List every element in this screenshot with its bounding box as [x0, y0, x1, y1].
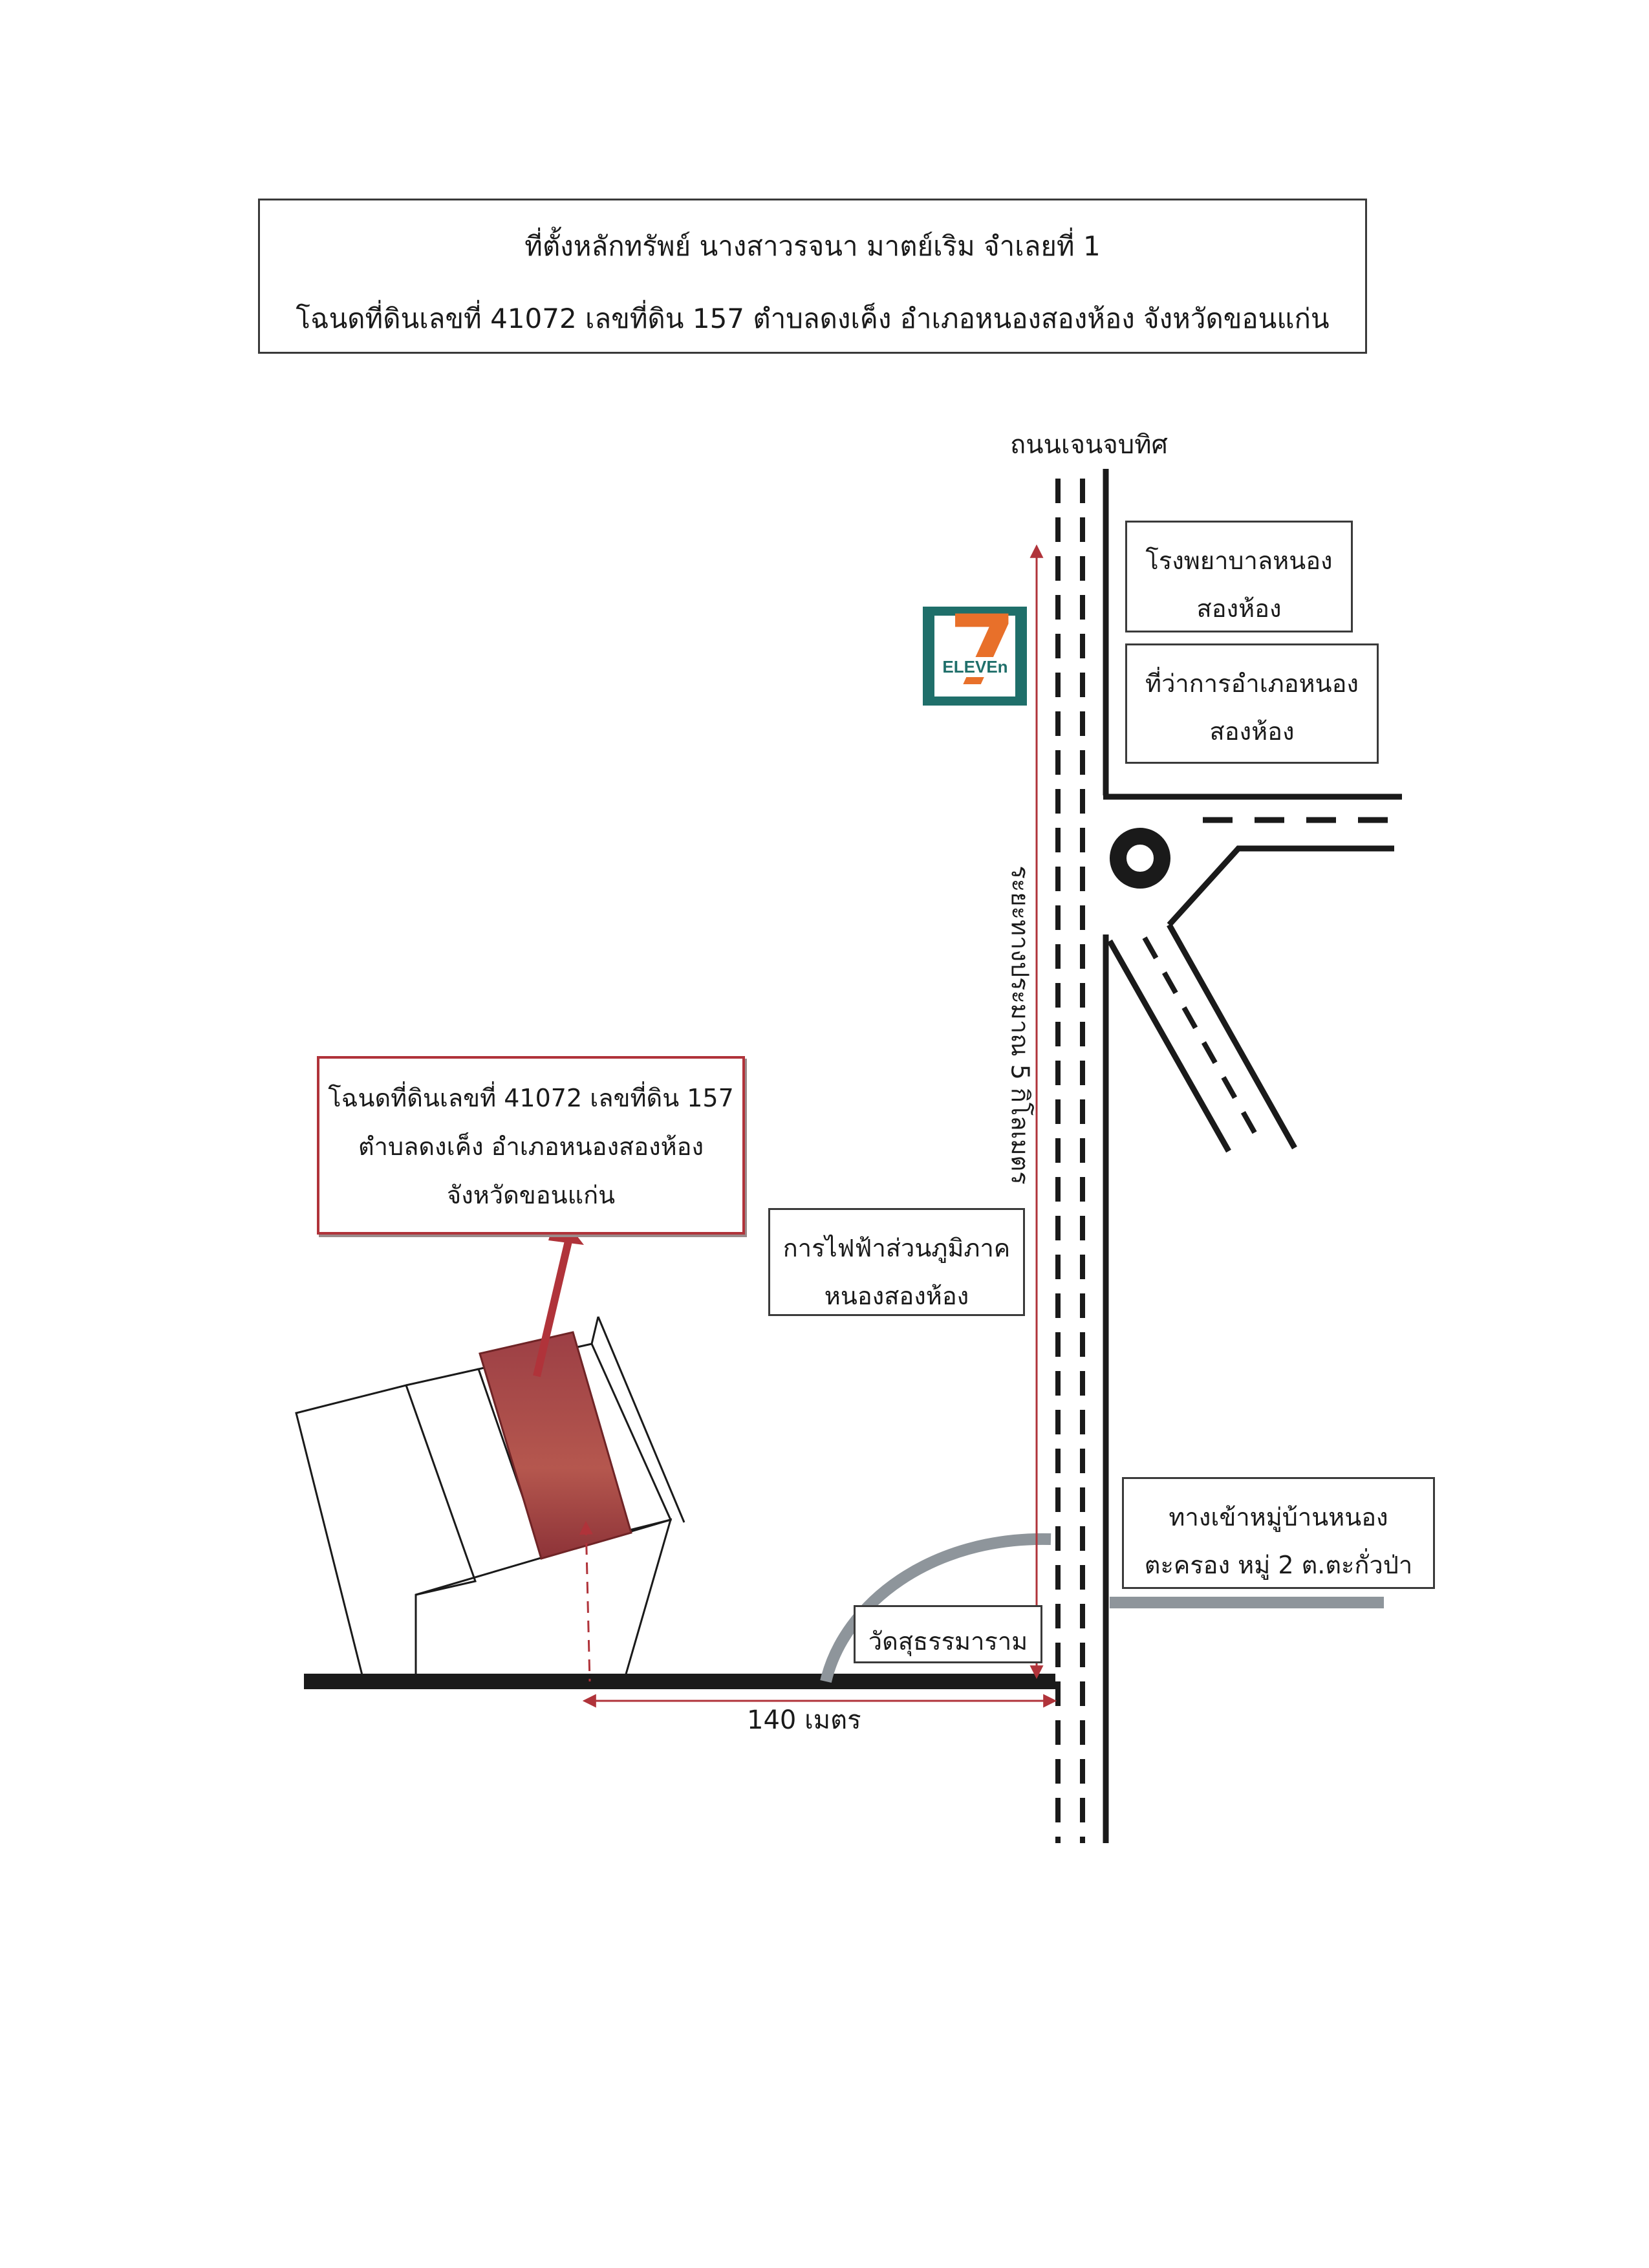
- property-connector: [579, 1520, 593, 1682]
- vertical-distance-text: ระยะทางประมาณ 5 กิโลเมตร: [1006, 865, 1035, 1185]
- brand-text: ELEVEn: [937, 657, 1013, 677]
- main-road: [1055, 469, 1109, 1843]
- electricity-box: การไฟฟ้าส่วนภูมิภาค หนองสองห้อง: [768, 1208, 1025, 1316]
- village-entrance-box: ทางเข้าหมู่บ้านหนอง ตะครอง หมู่ 2 ต.ตะกั…: [1122, 1477, 1435, 1589]
- callout-line-3: จังหวัดขอนแก่น: [446, 1181, 616, 1209]
- callout-arrow: [533, 1237, 573, 1377]
- property-lot: [479, 1331, 632, 1560]
- roundabout-icon: [1110, 828, 1170, 889]
- temple-label: วัดสุธรรมาราม: [868, 1627, 1028, 1656]
- hospital-box: โรงพยาบาลหนอง สองห้อง: [1125, 521, 1353, 632]
- village-label-2: ตะครอง หมู่ 2 ต.ตะกั่วป่า: [1144, 1551, 1413, 1579]
- east-junction: [1103, 794, 1402, 1153]
- electricity-label-2: หนองสองห้อง: [824, 1282, 969, 1310]
- title-box: ที่ตั้งหลักทรัพย์ นางสาวรจนา มาตย์เริม จ…: [258, 199, 1367, 354]
- temple-road: [820, 1533, 1051, 1683]
- seven-eleven-icon: 7 ELEVEn: [923, 603, 1027, 706]
- district-office-label-2: สองห้อง: [1209, 717, 1295, 746]
- hospital-label-1: โรงพยาบาลหนอง: [1145, 546, 1333, 575]
- temple-box: วัดสุธรรมาราม: [854, 1605, 1042, 1663]
- brand-digit: 7: [949, 595, 1017, 707]
- title-line-1: ที่ตั้งหลักทรัพย์ นางสาวรจนา มาตย์เริม จ…: [524, 230, 1101, 262]
- title-line-2: โฉนดที่ดินเลขที่ 41072 เลขที่ดิน 157 ตำบ…: [296, 303, 1330, 334]
- village-label-1: ทางเข้าหมู่บ้านหนอง: [1169, 1503, 1388, 1531]
- callout-line-1: โฉนดที่ดินเลขที่ 41072 เลขที่ดิน 157: [328, 1084, 734, 1112]
- district-office-label-1: ที่ว่าการอำเภอหนอง: [1145, 669, 1359, 698]
- road-name-label: ถนนเจนจบทิศ: [1010, 430, 1168, 460]
- callout-line-2: ตำบลดงเค็ง อำเภอหนองสองห้อง: [358, 1132, 704, 1161]
- property-callout-box: โฉนดที่ดินเลขที่ 41072 เลขที่ดิน 157 ตำบ…: [317, 1056, 745, 1235]
- hospital-label-2: สองห้อง: [1196, 594, 1282, 623]
- district-office-box: ที่ว่าการอำเภอหนอง สองห้อง: [1125, 643, 1379, 764]
- horizontal-distance-label: 140 เมตร: [747, 1705, 861, 1735]
- electricity-label-1: การไฟฟ้าส่วนภูมิภาค: [782, 1234, 1011, 1262]
